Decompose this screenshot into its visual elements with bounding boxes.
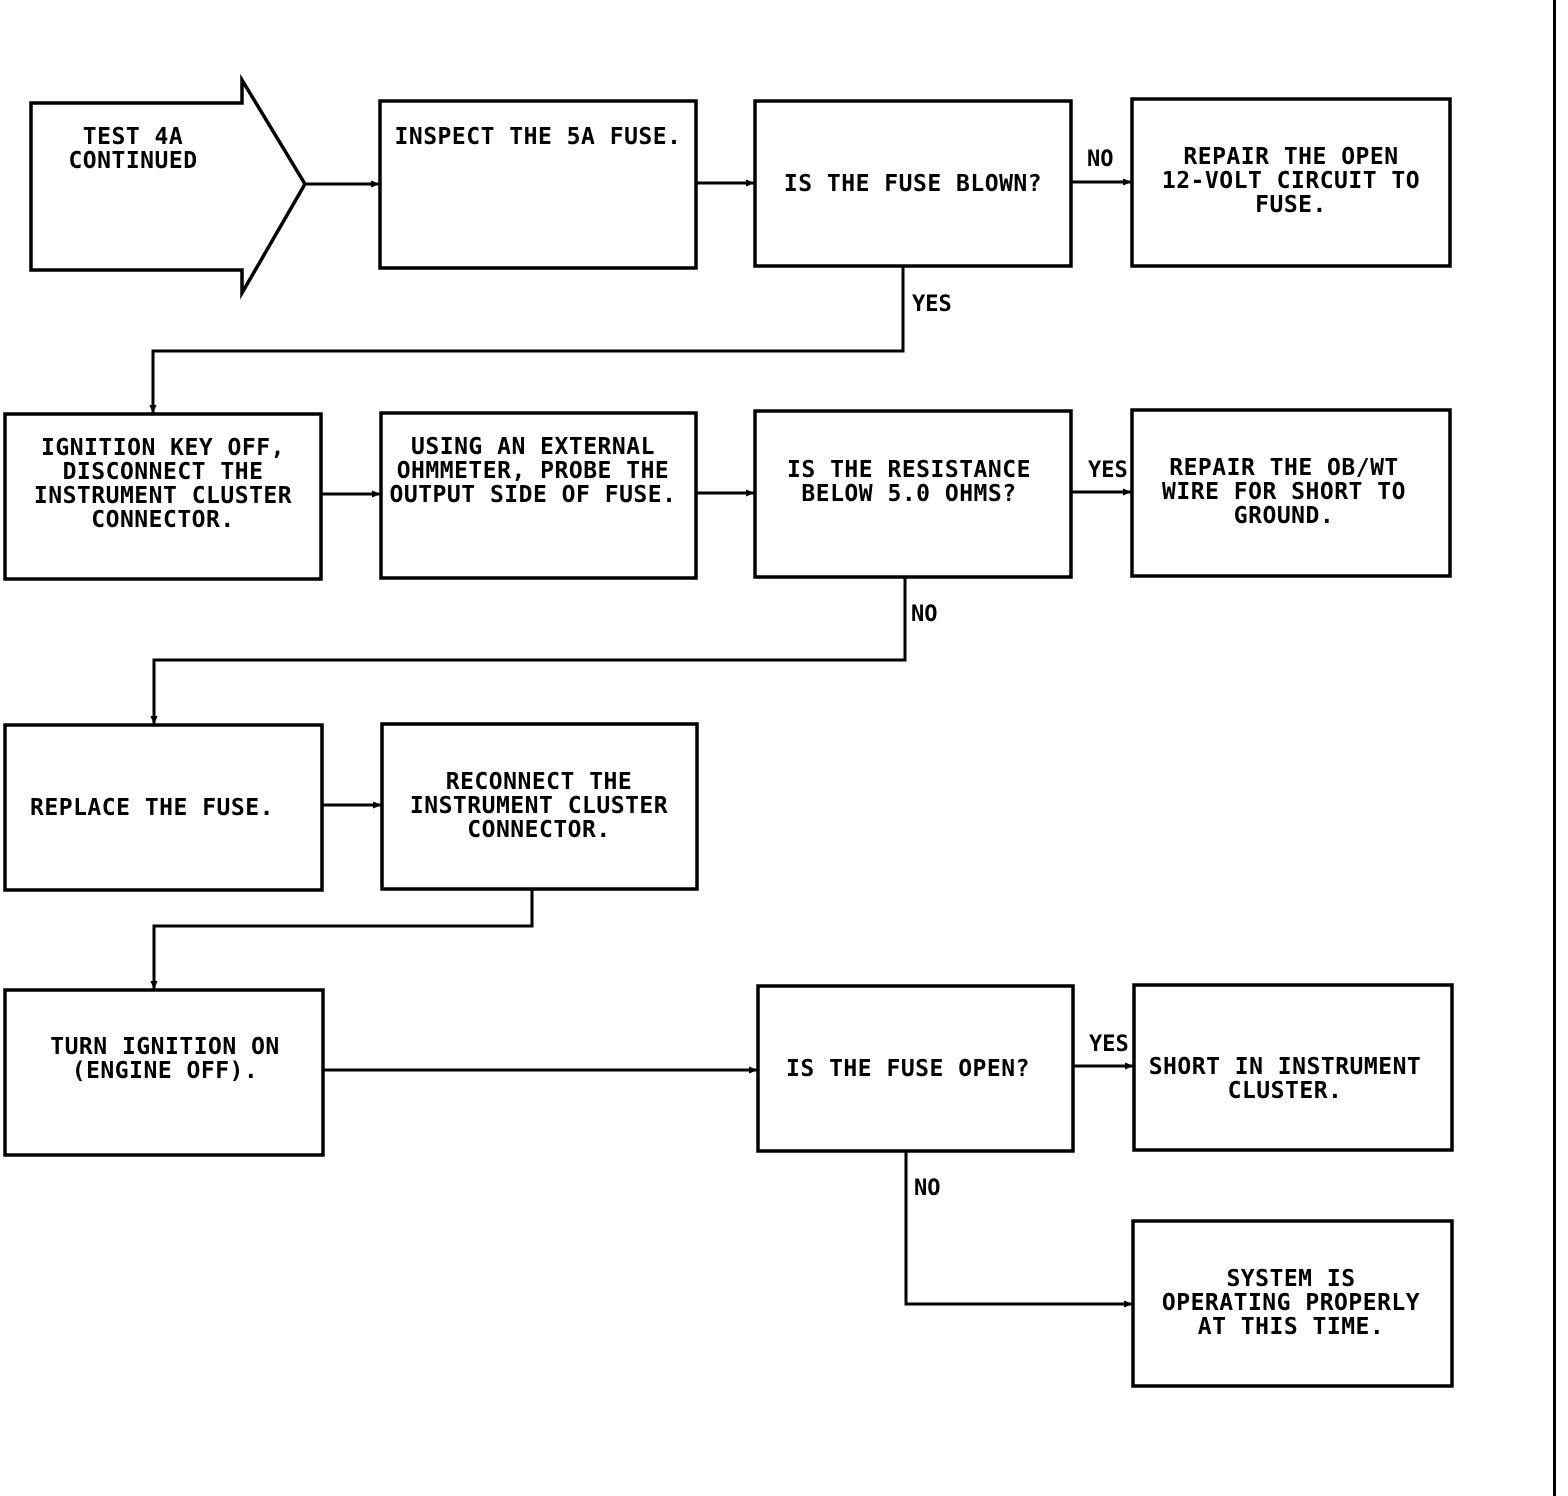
node-text-line: SHORT IN INSTRUMENT: [1149, 1054, 1422, 1080]
node-text-line: REPAIR THE OB/WT: [1169, 455, 1399, 481]
ignition-on-box: [3, 988, 325, 1157]
node-text-line: RECONNECT THE: [446, 769, 633, 795]
reconnect-box: [380, 722, 699, 891]
node-text-line: INSPECT THE 5A FUSE.: [395, 124, 682, 150]
short-cluster-box: [1132, 983, 1454, 1152]
node-text-line: 12-VOLT CIRCUIT TO: [1162, 168, 1420, 194]
node-text-line: DISCONNECT THE: [63, 459, 264, 485]
arrow-reconnect-to-ignition-on: [150, 889, 534, 990]
inspect-fuse-text: INSPECT THE 5A FUSE.: [395, 124, 682, 150]
start-arrow-shape: [29, 73, 308, 300]
fuse-open-text: IS THE FUSE OPEN?: [786, 1056, 1030, 1082]
inspect-fuse-box: [378, 99, 698, 270]
node-text-line: OHMMETER, PROBE THE: [397, 458, 670, 484]
label-resistance-no: NO: [911, 602, 938, 627]
label-blown-no: NO: [1087, 147, 1114, 172]
node-text-line: CONNECTOR.: [91, 507, 234, 533]
node-text-line: (ENGINE OFF).: [72, 1058, 259, 1084]
label-fuse-open-no: NO: [914, 1176, 941, 1201]
node-text-line: INSTRUMENT CLUSTER: [410, 793, 668, 819]
node-text-line: CLUSTER.: [1228, 1078, 1343, 1104]
ignition-off-box: [3, 412, 323, 581]
label-resistance-yes: YES: [1088, 458, 1128, 483]
repair-short-box: [1130, 408, 1452, 578]
fuse-open-decision-box: [756, 984, 1075, 1153]
node-text-line: IS THE FUSE BLOWN?: [784, 171, 1042, 197]
node-text-line: CONTINUED: [68, 148, 197, 174]
system-ok-box: [1131, 1219, 1454, 1388]
replace-fuse-text: REPLACE THE FUSE.: [30, 795, 274, 821]
node-text-line: WIRE FOR SHORT TO: [1162, 479, 1406, 505]
page-edge-rule: [1553, 0, 1556, 1496]
node-text-line: IGNITION KEY OFF,: [41, 435, 285, 461]
node-text-line: REPLACE THE FUSE.: [30, 795, 274, 821]
node-text-line: USING AN EXTERNAL: [411, 434, 655, 460]
node-text-line: OPERATING PROPERLY: [1162, 1290, 1420, 1316]
fuse-blown-text: IS THE FUSE BLOWN?: [784, 171, 1042, 197]
arrow-blown-yes: [149, 266, 905, 414]
node-text-line: FUSE.: [1255, 192, 1327, 218]
node-text-line: AT THIS TIME.: [1198, 1314, 1385, 1340]
node-text-line: IS THE FUSE OPEN?: [786, 1056, 1030, 1082]
node-text-line: INSTRUMENT CLUSTER: [34, 483, 292, 509]
node-text-line: OUTPUT SIDE OF FUSE.: [390, 482, 677, 508]
arrow-fuse-open-no: [904, 1151, 1133, 1308]
fuse-blown-decision-box: [753, 99, 1073, 268]
node-text-line: SYSTEM IS: [1226, 1266, 1355, 1292]
label-fuse-open-yes: YES: [1089, 1032, 1129, 1057]
label-blown-yes: YES: [912, 292, 952, 317]
node-text-line: IS THE RESISTANCE: [787, 457, 1031, 483]
node-text-line: REPAIR THE OPEN: [1183, 144, 1398, 170]
node-text-line: TURN IGNITION ON: [50, 1034, 280, 1060]
node-text-line: CONNECTOR.: [467, 817, 610, 843]
resistance-decision-box: [753, 409, 1073, 579]
node-text-line: GROUND.: [1234, 503, 1334, 529]
ignition-on-text: TURN IGNITION ON(ENGINE OFF).: [50, 1034, 280, 1084]
repair-open-box: [1130, 97, 1452, 268]
node-text-line: TEST 4A: [83, 124, 183, 150]
ohmmeter-box: [379, 411, 698, 580]
node-text-line: BELOW 5.0 OHMS?: [801, 481, 1016, 507]
arrow-resistance-no: [150, 577, 907, 725]
replace-fuse-box: [3, 723, 324, 892]
